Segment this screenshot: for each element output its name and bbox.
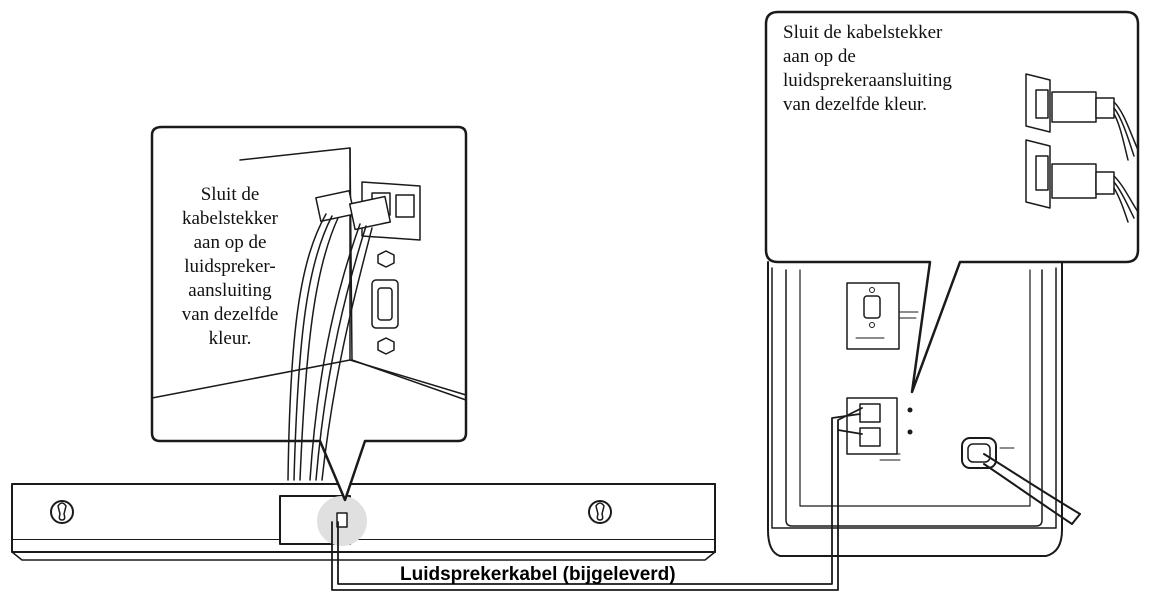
subwoofer-unit [767, 261, 1081, 557]
right-callout-text: Sluit de kabelstekker aan op de luidspre… [783, 22, 952, 115]
left-callout-text: Sluit de kabelstekker aan op de luidspre… [181, 184, 279, 349]
soundbar-terminal [336, 512, 348, 528]
speaker-cable [331, 407, 863, 591]
wall-mount-hole-icon [50, 500, 74, 524]
left-callout-illustration [151, 147, 467, 481]
cable-label: Luidsprekerkabel (bijgeleverd) [400, 564, 676, 585]
right-callout-illustration [1025, 73, 1139, 223]
wall-mount-hole-icon [588, 500, 612, 524]
